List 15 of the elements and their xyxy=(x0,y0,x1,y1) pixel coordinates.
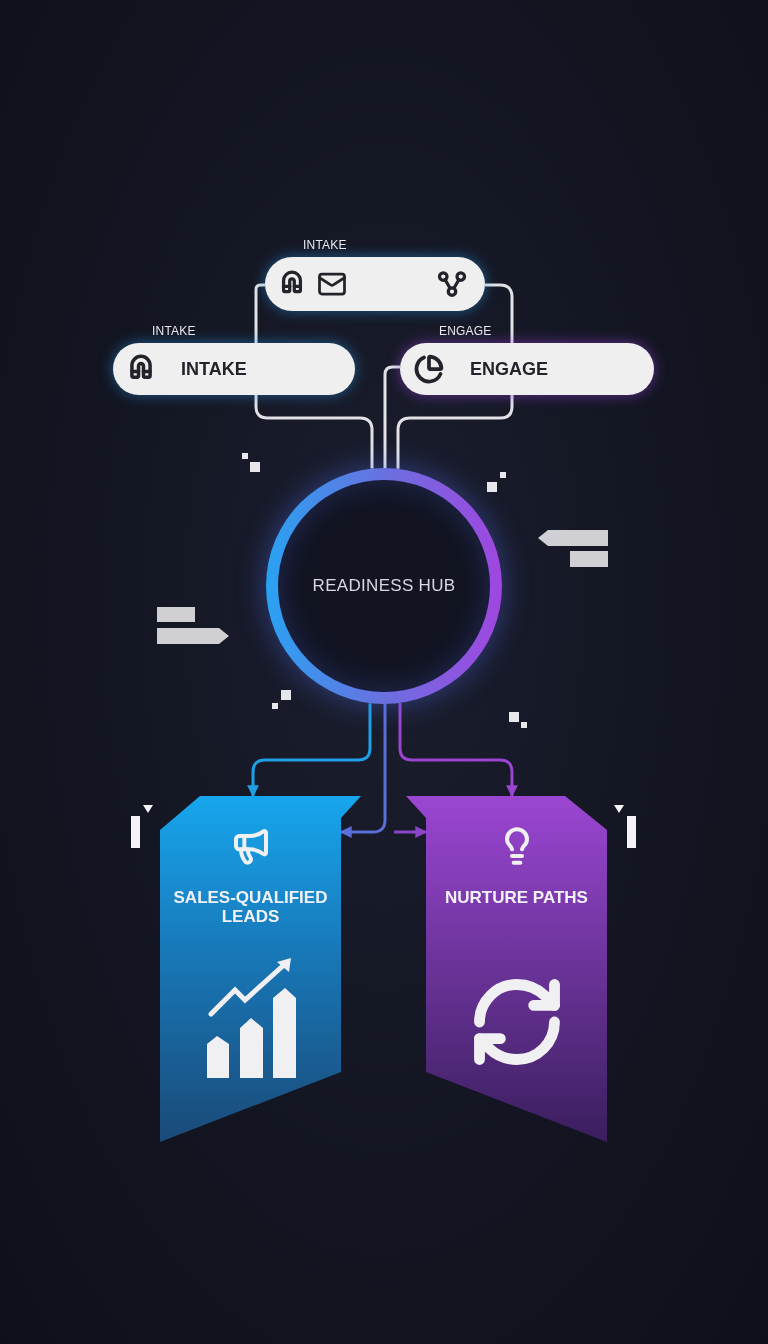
connector-line xyxy=(383,365,400,468)
arrow xyxy=(247,703,372,798)
hub-label: READINESS HUB xyxy=(312,576,456,596)
arrow xyxy=(394,826,428,838)
pill-heading: INTAKE xyxy=(152,324,196,338)
pill-label: ENGAGE xyxy=(470,358,548,380)
connector-line xyxy=(254,283,265,343)
arrow xyxy=(398,702,518,798)
banner-title: NURTURE PATHS xyxy=(445,888,588,909)
connector-line xyxy=(485,283,514,343)
banner-title: SALES-QUALIFIED LEADS xyxy=(172,888,329,929)
pill-label: INTAKE xyxy=(181,358,247,380)
arrow xyxy=(339,704,387,838)
pill-heading: ENGAGE xyxy=(439,324,492,338)
pill-heading: INTAKE xyxy=(303,238,347,252)
